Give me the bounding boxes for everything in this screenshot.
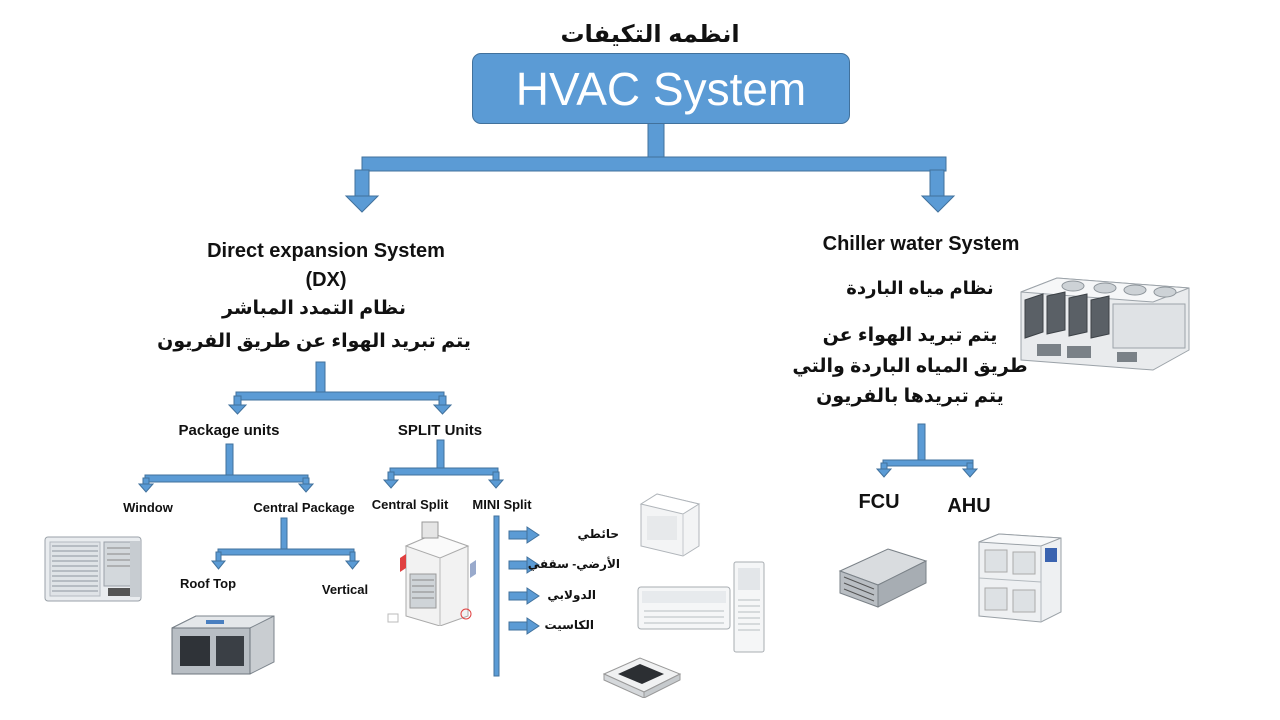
mini-split-arrow <box>487 479 505 489</box>
window-ac-image <box>44 536 142 602</box>
package-arrow <box>227 404 248 415</box>
cassette-ac-image <box>602 657 682 698</box>
mini-type-wall: حائطي <box>577 527 620 541</box>
window-label: Window <box>123 500 173 515</box>
dx-branch <box>235 391 445 401</box>
rooftop-unit-image <box>171 615 275 675</box>
central-package-arrow <box>297 483 315 493</box>
dx-title: Direct expansion System <box>207 240 445 262</box>
floor-ceiling-ac-image <box>637 586 731 630</box>
split-branch <box>389 467 499 476</box>
ahu-label: AHU <box>947 495 991 517</box>
chiller-image <box>1020 277 1190 371</box>
ahu-arrow <box>961 468 979 478</box>
central-split-arrow <box>382 479 400 489</box>
dx-arabic-desc: يتم تبريد الهواء عن طريق الفريون <box>157 331 471 352</box>
dx-arrow <box>344 195 380 213</box>
page-title-arabic: انظمه التكيفات <box>560 21 740 48</box>
package-units-label: Package units <box>178 422 280 439</box>
central-package-label: Central Package <box>253 500 355 515</box>
dx-arabic-name: نظام التمدد المباشر <box>222 298 406 319</box>
chiller-arrow <box>920 195 956 213</box>
split-arrow <box>432 404 453 415</box>
fcu-label: FCU <box>858 491 900 513</box>
fcu-image <box>838 548 928 608</box>
chiller-arabic-name: نظام مياه الباردة <box>846 278 994 298</box>
cp-branch <box>217 548 355 556</box>
mini-vertical-bar <box>493 515 500 677</box>
central-split-label: Central Split <box>371 497 449 512</box>
dx-subtitle: (DX) <box>305 269 347 291</box>
mini-split-label: MINI Split <box>472 497 532 512</box>
package-branch <box>144 474 309 483</box>
package-stem <box>225 443 234 479</box>
chiller-desc-line3: يتم تبريدها بالفريون <box>816 386 1004 407</box>
chiller-drop <box>929 169 945 199</box>
dx-drop <box>354 169 370 199</box>
split-units-label: SPLIT Units <box>397 422 483 439</box>
chiller-desc-line1: يتم تبريد الهواء عن <box>822 325 998 346</box>
roof-top-label: Roof Top <box>179 576 237 591</box>
ahu-image <box>978 533 1062 623</box>
hvac-system-box: HVAC System <box>472 53 850 124</box>
mini-type-floor-ceiling: الأرضي- سقفي <box>527 557 620 571</box>
floor-standing-ac-image <box>733 561 765 653</box>
fcu-arrow <box>875 468 893 478</box>
split-stem <box>436 439 445 473</box>
window-arrow <box>137 483 155 493</box>
mini-type-cassette: الكاسيت <box>544 618 594 632</box>
chiller-title: Chiller water System <box>822 233 1020 255</box>
mini-type-cabinet: الدولابي <box>547 588 596 602</box>
hvac-system-label: HVAC System <box>515 62 807 115</box>
dx-stem <box>315 361 326 397</box>
chiller-branch <box>882 459 974 467</box>
wall-split-image <box>639 493 701 557</box>
central-split-image <box>387 521 476 626</box>
chiller-stem <box>917 423 926 465</box>
root-stem <box>647 120 665 162</box>
vertical-arrow <box>344 560 361 570</box>
root-branch <box>361 156 947 172</box>
roof-arrow <box>210 560 227 570</box>
mini-type-arrows <box>508 526 540 635</box>
chiller-desc-line2: طريق المياه الباردة والتي <box>792 356 1028 377</box>
vertical-label: Vertical <box>321 582 369 597</box>
cp-stem <box>280 517 288 553</box>
